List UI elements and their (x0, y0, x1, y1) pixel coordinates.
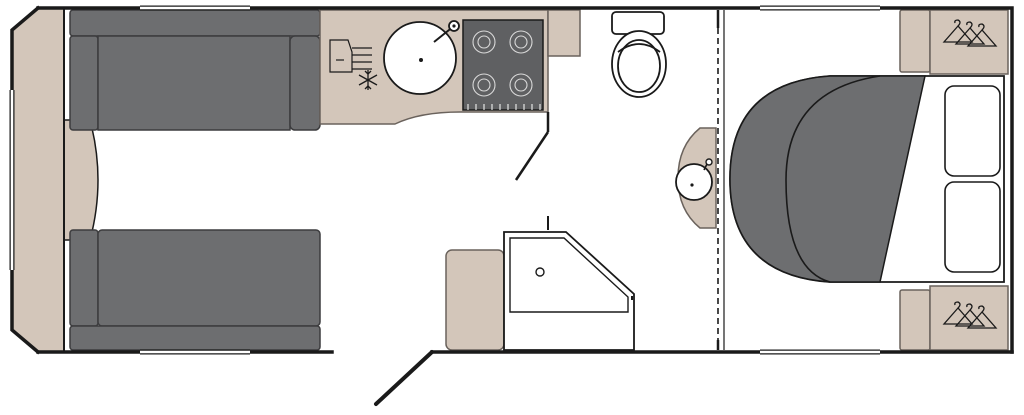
washbasin (675, 127, 717, 229)
front-chest (11, 7, 65, 353)
sofa-top (69, 9, 321, 131)
window-marks (10, 6, 880, 354)
burner-icon (472, 30, 533, 97)
bedroom-area (716, 9, 1009, 351)
duvet-fold (785, 75, 881, 283)
kitchen-sink (383, 20, 460, 95)
hob (462, 19, 544, 111)
lounge-area (11, 7, 321, 353)
shower-tray (445, 216, 635, 351)
entrance-door[interactable] (374, 350, 434, 406)
washroom-area (445, 11, 717, 351)
wardrobe-top (899, 9, 1009, 75)
shower-drain-icon (535, 267, 545, 277)
door-swing-line (514, 131, 550, 181)
front-chest-inner (63, 119, 99, 241)
bed-duvet (729, 75, 926, 283)
pillow-lower (944, 181, 1001, 273)
clothes-hanger-icon (942, 301, 998, 329)
kitchen-corner-cupboard (547, 9, 581, 57)
window-frame-lines (9, 5, 880, 355)
clothes-hanger-icon (942, 19, 998, 47)
wardrobe-bottom (899, 285, 1009, 351)
sofa-bottom (69, 229, 321, 351)
pillow-upper (944, 85, 1001, 177)
snowflake-icon (358, 70, 378, 90)
hob-grill-ticks (467, 104, 541, 110)
kitchen-area (319, 9, 581, 181)
toilet-icon (611, 11, 667, 98)
fridge-icon (329, 39, 372, 73)
island-bed (729, 75, 1005, 283)
